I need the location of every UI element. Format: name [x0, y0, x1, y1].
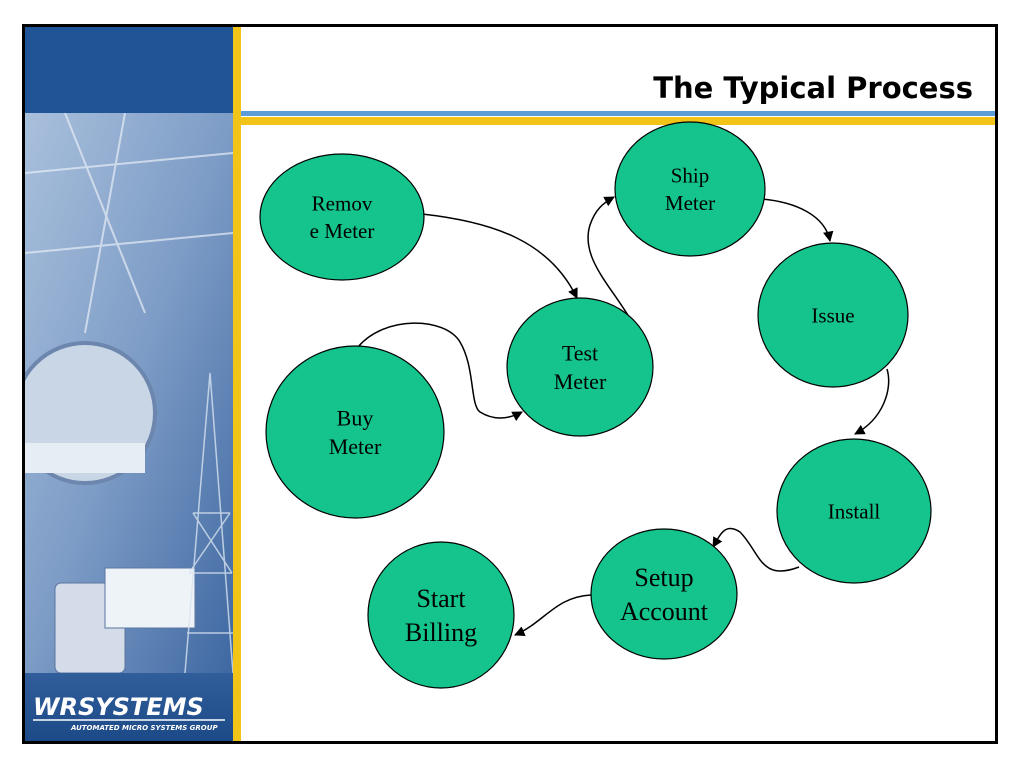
- wrsystems-logo: WRSYSTEMS AUTOMATED MICRO SYSTEMS GROUP: [33, 693, 225, 732]
- process-edges: [357, 196, 890, 637]
- node-remove-meter: Remov e Meter: [259, 153, 425, 281]
- node-label: Test: [562, 340, 598, 365]
- edge-test-meter-to-ship-meter: [587, 196, 630, 318]
- slide-frame: WRSYSTEMS AUTOMATED MICRO SYSTEMS GROUP …: [22, 24, 998, 744]
- node-shape: [265, 345, 445, 519]
- node-issue: Issue: [757, 242, 909, 388]
- title-rule-blue: [241, 111, 995, 116]
- node-label: Meter: [665, 191, 715, 215]
- edge-setup-account-to-start-billing: [514, 594, 592, 637]
- node-label: Start: [416, 584, 466, 613]
- node-label: Buy: [337, 405, 374, 430]
- node-label: Meter: [554, 369, 607, 394]
- node-shape: [614, 121, 766, 257]
- node-label: Issue: [811, 303, 854, 327]
- sidebar-photo-collage: [25, 113, 233, 673]
- tower-lattice-shape: [184, 372, 233, 673]
- node-shape: [506, 297, 654, 437]
- node-shape: [259, 153, 425, 281]
- node-label: Remov: [312, 192, 373, 216]
- sidebar-header-block: [25, 27, 233, 113]
- page-title: The Typical Process: [653, 71, 973, 105]
- node-label: e Meter: [310, 219, 375, 243]
- map-roads-lines: [25, 113, 233, 334]
- meter-readout-shape: [25, 443, 145, 473]
- node-install: Install: [776, 438, 932, 584]
- node-label: Install: [828, 499, 881, 523]
- title-rule-gold: [241, 117, 995, 125]
- node-label: Account: [620, 597, 709, 626]
- node-shape: [590, 528, 738, 660]
- sidebar-gold-stripe: [233, 27, 241, 741]
- svg-text:AUTOMATED MICRO SYSTEMS GROUP: AUTOMATED MICRO SYSTEMS GROUP: [70, 724, 218, 732]
- node-shape: [757, 242, 909, 388]
- edge-install-to-setup-account: [712, 527, 800, 572]
- edge-issue-to-install: [854, 368, 890, 435]
- node-label: Meter: [329, 434, 382, 459]
- node-label: Billing: [405, 618, 477, 647]
- node-shape: [367, 541, 515, 689]
- node-shape: [776, 438, 932, 584]
- edge-remove-meter-to-test-meter: [421, 213, 578, 299]
- node-label: Setup: [634, 563, 693, 592]
- sidebar-panel: WRSYSTEMS AUTOMATED MICRO SYSTEMS GROUP: [25, 27, 233, 741]
- node-label: Ship: [671, 164, 710, 188]
- meter-label-plate-shape: [104, 567, 196, 629]
- svg-text:WRSYSTEMS: WRSYSTEMS: [33, 693, 204, 721]
- edge-ship-meter-to-issue: [761, 198, 834, 243]
- edge-buy-meter-to-test-meter: [357, 322, 523, 422]
